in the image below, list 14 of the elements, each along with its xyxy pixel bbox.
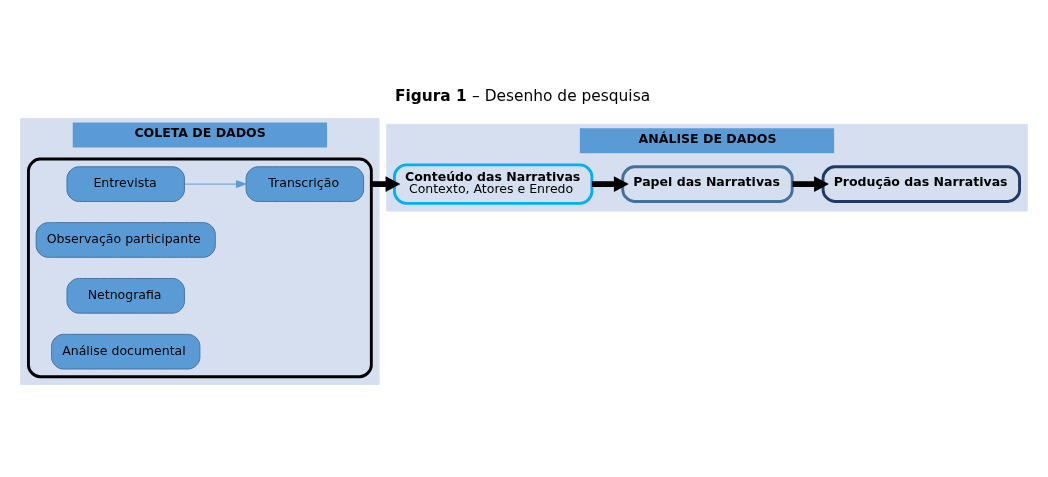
node-box: Entrevista bbox=[66, 165, 185, 202]
node-box: Conteúdo das Narrativas Contexto, Atores e Enredo bbox=[393, 162, 594, 205]
arrow bbox=[591, 175, 629, 192]
node-box: Netnografia bbox=[66, 277, 185, 314]
node-box: Análise documental bbox=[51, 333, 201, 369]
diagram-title: Figura 1 – Desenho de pesquisa bbox=[394, 86, 651, 105]
arrow bbox=[184, 179, 247, 188]
cluster bbox=[27, 157, 373, 378]
node-box: Transcrição bbox=[245, 165, 365, 202]
arrow bbox=[371, 175, 401, 192]
node-box: Papel das Narrativas bbox=[621, 164, 794, 203]
node-box: Observação participante bbox=[35, 221, 216, 258]
arrow bbox=[792, 175, 829, 192]
node-box: Produção das Narrativas bbox=[821, 164, 1021, 203]
